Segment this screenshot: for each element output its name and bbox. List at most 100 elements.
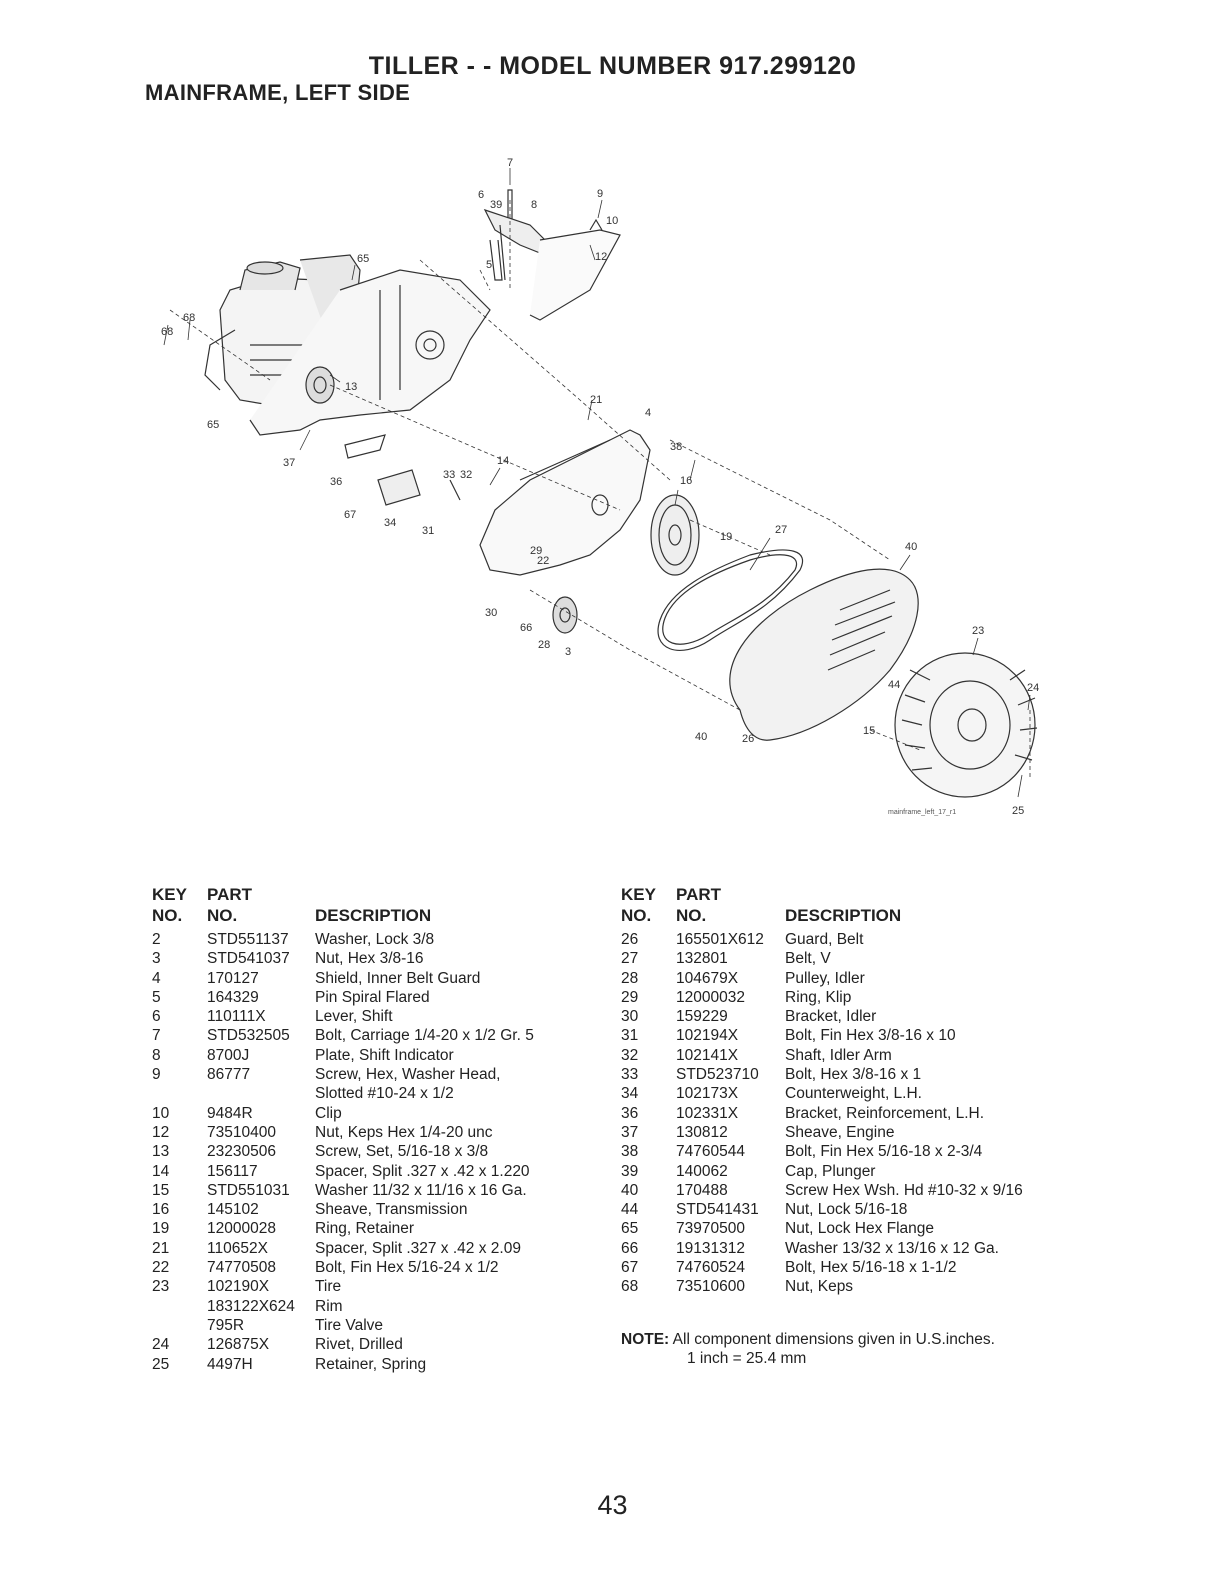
description-cell: Spacer, Split .327 x .42 x 1.220 (315, 1162, 530, 1180)
description-cell: Bolt, Hex 3/8-16 x 1 (785, 1066, 922, 1084)
part-number-cell: 104679X (676, 969, 739, 987)
key-cell: 30 (621, 1008, 639, 1026)
table-row: 14 156117 Spacer, Split .327 x .42 x 1.220 (152, 1162, 534, 1181)
callout-label: 26 (742, 733, 754, 745)
key-cell: 14 (152, 1162, 170, 1180)
key-cell: 33 (621, 1066, 639, 1084)
part-number-cell: 9484R (207, 1104, 253, 1122)
part-number-cell: STD532505 (207, 1027, 290, 1045)
callout-label: 9 (597, 188, 603, 200)
callout-label: 8 (531, 199, 537, 211)
callout-label: 38 (670, 441, 682, 453)
description-cell: Belt, V (785, 950, 831, 968)
callout-label: 24 (1027, 682, 1039, 694)
part-number-cell: 126875X (207, 1336, 270, 1354)
description-cell: Washer 11/32 x 11/16 x 16 Ga. (315, 1181, 527, 1199)
part-number-cell: 4497H (207, 1355, 253, 1373)
part-header: PART (207, 885, 253, 904)
part-number-cell: STD551137 (207, 931, 289, 948)
key-cell: 15 (152, 1181, 170, 1199)
callout-label: 13 (345, 381, 357, 393)
description-cell: Screw, Hex, Washer Head, (315, 1066, 501, 1084)
part-number-cell: 73510400 (207, 1123, 276, 1141)
callout-label: 3 (565, 646, 571, 658)
description-cell: Nut, Keps Hex 1/4-20 unc (315, 1123, 493, 1141)
description-cell: Bracket, Reinforcement, L.H. (785, 1104, 984, 1122)
callout-label: 29 (530, 545, 542, 557)
part-number-cell: STD541037 (207, 950, 290, 968)
idler-pulley-drawing (552, 596, 578, 634)
part-number-cell: 86777 (207, 1066, 251, 1084)
callout-label: 14 (497, 455, 509, 467)
key-cell: 28 (621, 969, 639, 987)
key-cell: 32 (621, 1046, 639, 1064)
key-cell: 67 (621, 1259, 639, 1277)
part-number-cell: 73970500 (676, 1220, 745, 1238)
callout-label: 31 (422, 525, 434, 537)
callout-label: 67 (344, 509, 356, 521)
key-cell: 22 (152, 1259, 170, 1277)
description-cell: Bracket, Idler (785, 1008, 877, 1026)
part-number-cell: 102141X (676, 1046, 739, 1064)
key-cell: 44 (621, 1201, 639, 1219)
description-cell: Bolt, Fin Hex 3/8-16 x 10 (785, 1027, 956, 1045)
callout-label: 65 (207, 419, 219, 431)
key-cell: 29 (621, 988, 639, 1006)
description-cell: Nut, Lock Hex Flange (785, 1220, 935, 1238)
part-number-cell: 19131312 (676, 1239, 745, 1257)
part-number-cell: 165501X612 (676, 931, 764, 948)
transmission-sheave-drawing (650, 494, 700, 576)
part-number-cell: STD541431 (676, 1201, 759, 1219)
callout-label: 40 (905, 541, 917, 553)
callout-label: 40 (695, 731, 707, 743)
key-cell (152, 1316, 207, 1335)
diagram-callouts: 7 6 39 8 9 10 65 5 68 68 12 13 65 21 4 3… (161, 157, 1039, 817)
callout-label: 39 (490, 199, 502, 211)
key-cell (152, 1297, 207, 1316)
description-cell: Pin Spiral Flared (315, 988, 430, 1006)
key-cell: 6 (152, 1008, 161, 1026)
part-number-cell: 130812 (676, 1123, 728, 1141)
description-cell: Ring, Retainer (315, 1220, 415, 1238)
part-number-cell: 102173X (676, 1085, 739, 1103)
callout-label: 19 (720, 531, 732, 543)
description-cell: Sheave, Transmission (315, 1201, 468, 1219)
shift-lever-drawing (483, 189, 621, 321)
callout-label: 34 (384, 517, 396, 529)
description-cell: Clip (315, 1104, 342, 1122)
callout-label: 10 (606, 215, 618, 227)
description-header: DESCRIPTION (785, 906, 902, 925)
diagram-file-ref: mainframe_left_17_r1 (888, 809, 956, 816)
part-header: NO. (207, 906, 238, 925)
key-cell: 27 (621, 950, 639, 968)
v-belt-drawing (657, 549, 804, 651)
description-cell: Rim (315, 1297, 343, 1315)
callout-label: 23 (972, 625, 984, 637)
description-cell: Lever, Shift (315, 1008, 393, 1026)
description-cell: Nut, Hex 3/8-16 (315, 950, 424, 968)
part-number-cell: 156117 (207, 1162, 258, 1180)
page-number: 43 (597, 1490, 628, 1520)
part-number-cell: 170488 (676, 1181, 728, 1199)
description-cell: Washer, Lock 3/8 (315, 931, 435, 948)
description-cell: Screw Hex Wsh. Hd #10-32 x 9/16 (785, 1181, 1023, 1199)
key-cell: 3 (152, 950, 161, 968)
description-cell: Plate, Shift Indicator (315, 1046, 454, 1064)
callout-label: 21 (590, 394, 602, 406)
table-header: NO. NO. DESCRIPTION (621, 905, 1023, 926)
key-cell: 37 (621, 1123, 639, 1141)
